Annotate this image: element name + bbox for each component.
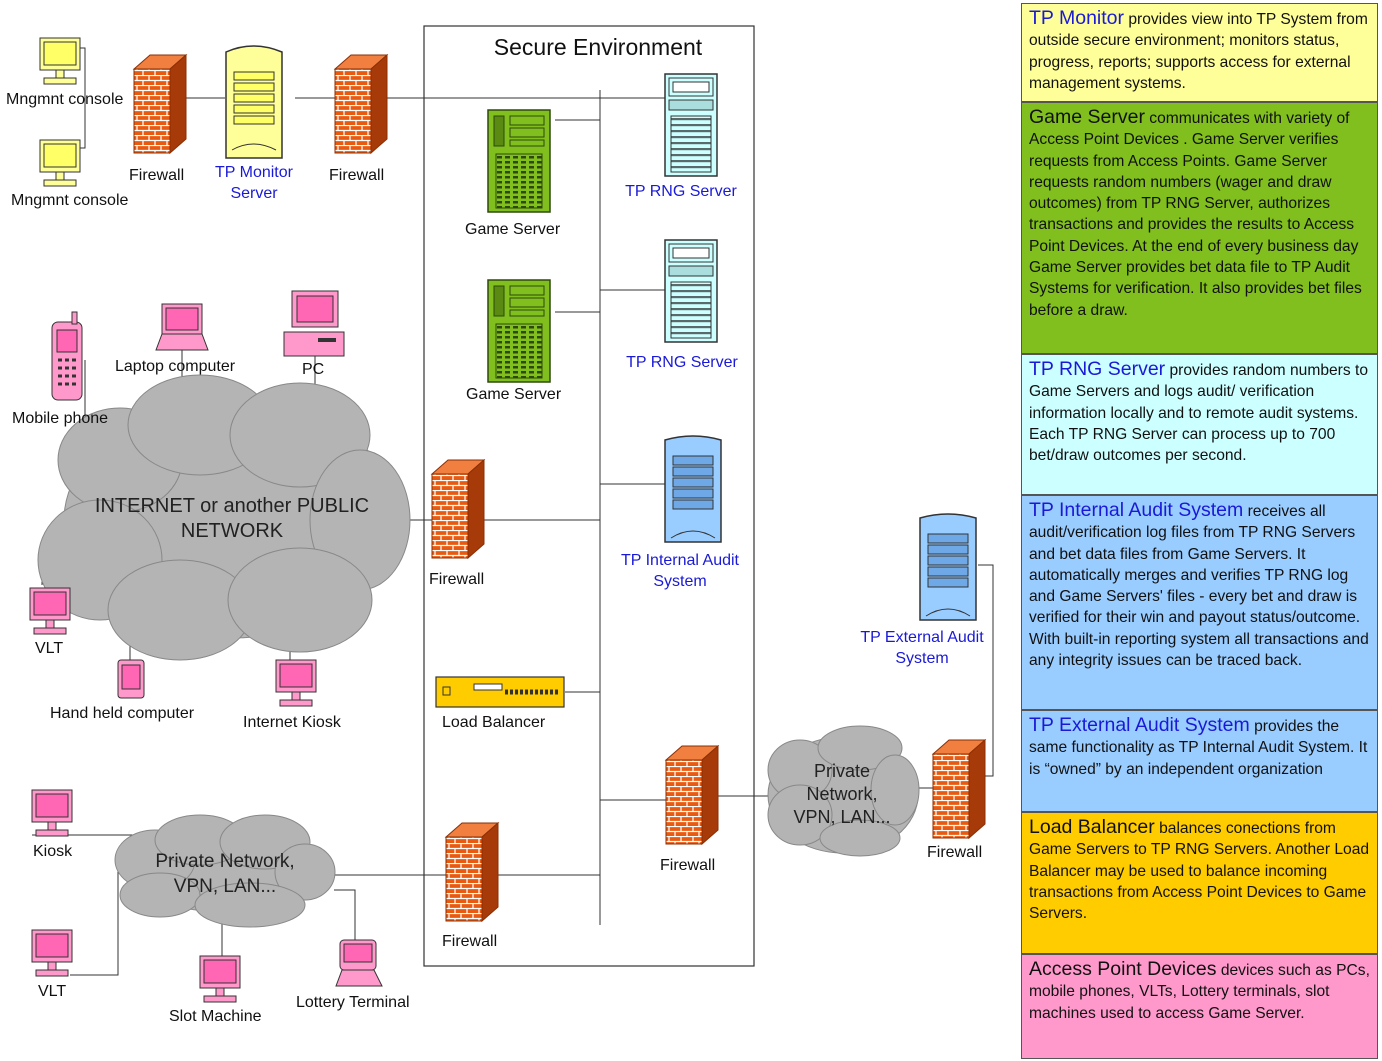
game-server-label: Game Server [465, 221, 561, 238]
firewall-icon [431, 459, 485, 559]
management-console-icon [39, 139, 81, 187]
slot-machine-icon [199, 955, 241, 1003]
firewall-label: Firewall [927, 844, 983, 861]
legend-heading: TP RNG Server [1029, 358, 1166, 380]
tp-rng-server-label: TP RNG Server [625, 183, 737, 200]
tp-rng-server-label: TP RNG Server [626, 354, 738, 371]
firewall-icon [445, 822, 499, 922]
tp-monitor-server-icon [225, 45, 283, 159]
legend-heading: Game Server [1029, 106, 1145, 128]
legend-panel: TP Monitor provides view into TP System … [1021, 0, 1380, 1061]
legend-tp-monitor: TP Monitor provides view into TP System … [1021, 3, 1378, 102]
legend-heading: Access Point Devices [1029, 958, 1217, 980]
rng-server-icon [664, 73, 718, 177]
tp-monitor-label: TP Monitor Server [215, 164, 293, 202]
external-audit-server-icon [919, 513, 977, 621]
legend-load-balancer: Load Balancer balances conections from G… [1021, 812, 1378, 954]
tp-internal-audit-label: TP Internal Audit System [621, 552, 739, 590]
private-network-cloud-right [767, 725, 920, 857]
laptop-label: Laptop computer [115, 358, 236, 375]
firewall-icon [932, 739, 986, 839]
legend-text: communicates with variety of Access Poin… [1029, 110, 1362, 319]
vlt-label: VLT [35, 640, 64, 657]
kiosk-label: Kiosk [33, 843, 73, 860]
legend-heading: Load Balancer [1029, 816, 1155, 838]
game-server-icon [487, 279, 551, 383]
private-network-left-label: Private Network, VPN, LAN... [155, 851, 295, 897]
internet-kiosk-label: Internet Kiosk [243, 714, 341, 731]
internal-audit-server-icon [664, 435, 722, 543]
management-console-icon [39, 37, 81, 85]
handheld-computer-icon [117, 659, 145, 699]
legend-game-server: Game Server communicates with variety of… [1021, 102, 1378, 354]
legend-text: provides random numbers to Game Servers … [1029, 362, 1368, 465]
mgmt-console-label: Mngmnt console [11, 192, 129, 209]
mobile-phone-icon [51, 311, 83, 401]
laptop-icon [155, 303, 209, 351]
private-network-right-label: Private Network, VPN, LAN... [793, 761, 891, 827]
vlt-icon [29, 587, 71, 635]
legend-access-point-devices: Access Point Devices devices such as PCs… [1021, 954, 1378, 1059]
lottery-terminal-icon [335, 939, 383, 987]
firewall-label: Firewall [660, 857, 716, 874]
firewall-icon [133, 54, 187, 154]
kiosk-icon [31, 789, 73, 837]
rng-server-icon [664, 239, 718, 343]
legend-tp-rng-server: TP RNG Server provides random numbers to… [1021, 354, 1378, 495]
private-network-cloud-left [114, 814, 336, 928]
internet-cloud [37, 374, 411, 661]
internet-kiosk-icon [275, 659, 317, 707]
handheld-computer-label: Hand held computer [50, 705, 195, 722]
legend-text: balances conections from Game Servers to… [1029, 820, 1370, 923]
mobile-phone-label: Mobile phone [12, 410, 109, 427]
tp-external-audit-label: TP External Audit System [860, 629, 984, 667]
game-server-label: Game Server [466, 386, 562, 403]
internet-cloud-label: INTERNET or another PUBLIC NETWORK [94, 495, 370, 542]
pc-icon [283, 290, 345, 357]
firewall-label: Firewall [329, 167, 385, 184]
firewall-icon [334, 54, 388, 154]
legend-heading: TP Monitor [1029, 7, 1125, 29]
legend-heading: TP External Audit System [1029, 714, 1250, 736]
pc-label: PC [302, 361, 325, 378]
vlt-icon [31, 929, 73, 977]
game-server-icon [487, 109, 551, 213]
network-diagram [29, 25, 994, 1003]
firewall-label: Firewall [442, 933, 498, 950]
load-balancer-label: Load Balancer [442, 714, 546, 731]
mgmt-console-label: Mngmnt console [6, 91, 124, 108]
lottery-terminal-label: Lottery Terminal [296, 994, 410, 1011]
firewall-label: Firewall [129, 167, 185, 184]
firewall-label: Firewall [429, 571, 485, 588]
legend-text: receives all audit/verification log file… [1029, 503, 1369, 670]
firewall-icon [665, 745, 719, 845]
legend-text: devices such as PCs, mobile phones, VLTs… [1029, 962, 1370, 1022]
slot-machine-label: Slot Machine [169, 1008, 262, 1025]
vlt-label: VLT [38, 983, 67, 1000]
legend-heading: TP Internal Audit System [1029, 499, 1244, 521]
legend-text: provides view into TP System from outsid… [1029, 11, 1368, 92]
legend-tp-internal-audit: TP Internal Audit System receives all au… [1021, 495, 1378, 710]
legend-tp-external-audit: TP External Audit System provides the sa… [1021, 710, 1378, 812]
load-balancer-icon [435, 676, 565, 708]
secure-environment-title: Secure Environment [493, 34, 703, 60]
legend-text: provides the same functionality as TP In… [1029, 718, 1368, 778]
